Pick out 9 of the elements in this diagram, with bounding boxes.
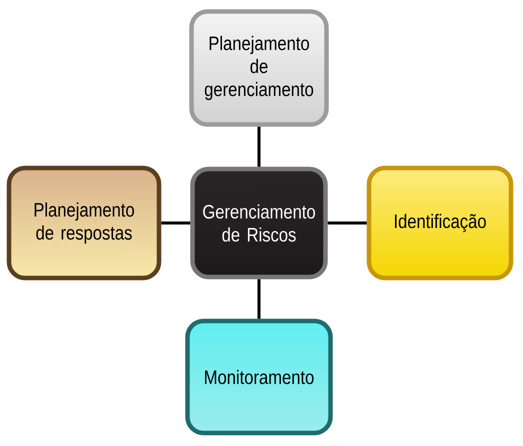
connector-line: [161, 222, 190, 224]
connector-line: [258, 279, 260, 319]
rounded-box: Monitoramento: [185, 318, 333, 436]
rounded-box: Gerenciamento de Riscos: [190, 166, 328, 280]
connector-line: [328, 222, 367, 224]
connector-line: [258, 126, 260, 167]
rounded-box: Planejamento de respostas: [6, 166, 162, 280]
rounded-box: Planejamento de gerenciamento: [189, 9, 329, 127]
rounded-box: Identificação: [366, 166, 514, 280]
